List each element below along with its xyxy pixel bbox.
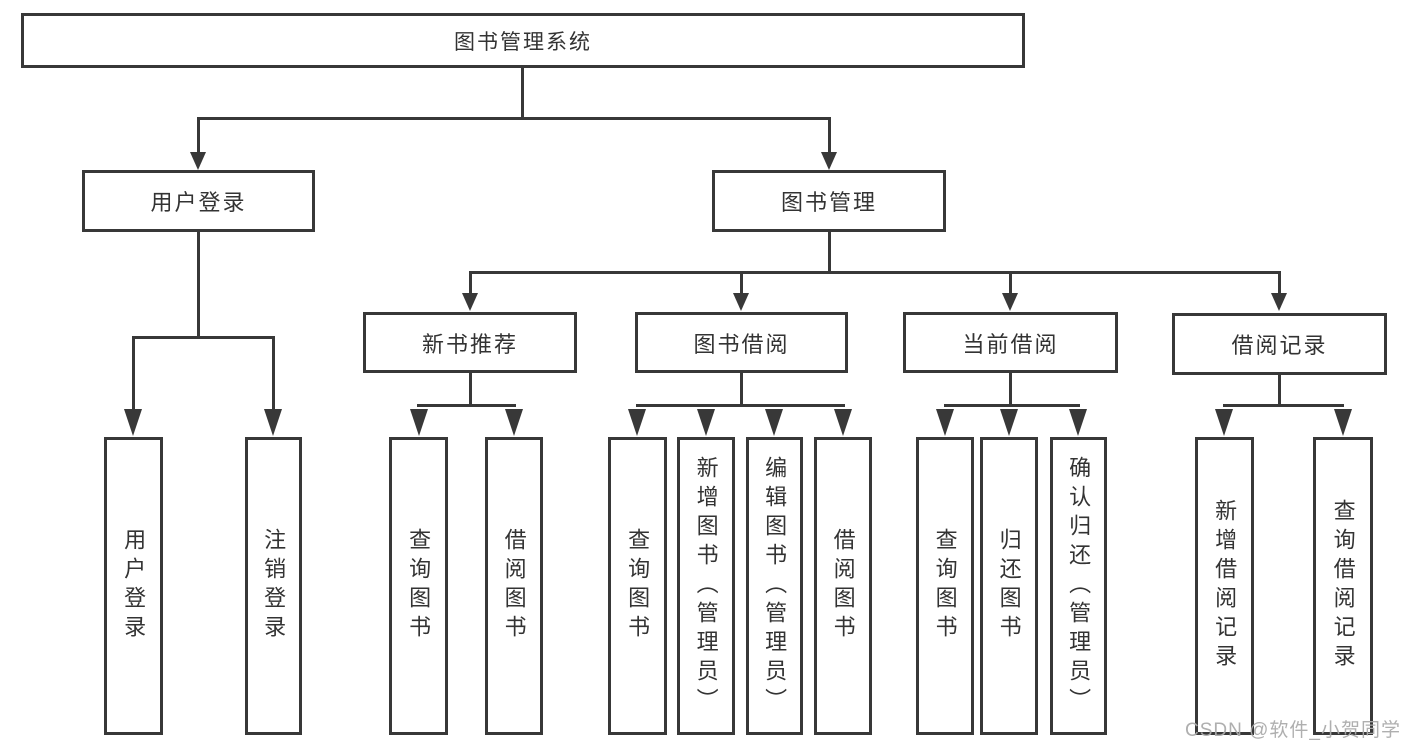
node-current-borrow-label: 当前借阅 — [962, 331, 1059, 357]
connector-level2-hbar — [197, 117, 831, 120]
leaf-cb-confirm-return-admin: 确认归还（管理员） — [1050, 437, 1107, 735]
leaf-br-add-record-label: 新增借阅记录 — [1212, 499, 1238, 673]
node-book-borrow: 图书借阅 — [635, 312, 848, 373]
leaf-bb-edit-books-admin-label: 编辑图书（管理员） — [762, 455, 788, 717]
node-book-borrow-label: 图书借阅 — [693, 331, 790, 357]
connector-level3-stem — [1278, 271, 1281, 295]
node-user-login: 用户登录 — [82, 170, 315, 232]
arrow-down-icon — [264, 409, 282, 436]
leaf-nb-query-books-label: 查询图书 — [406, 528, 432, 644]
connector-newbook-hbar — [417, 404, 516, 407]
node-book-management: 图书管理 — [712, 170, 946, 232]
arrow-down-icon — [821, 152, 837, 170]
connector-borrowrecord-hbar — [1223, 404, 1344, 407]
arrow-down-icon — [1069, 409, 1087, 436]
arrow-down-icon — [733, 293, 749, 311]
node-root: 图书管理系统 — [21, 13, 1025, 68]
leaf-br-query-record-label: 查询借阅记录 — [1330, 499, 1356, 673]
leaf-br-query-record: 查询借阅记录 — [1313, 437, 1373, 735]
connector-leaf-stem — [272, 336, 275, 410]
leaf-logout-label: 注销登录 — [261, 528, 287, 644]
connector-level3-stem — [740, 271, 743, 295]
arrow-down-icon — [1002, 293, 1018, 311]
leaf-bb-query-books: 查询图书 — [608, 437, 667, 735]
node-new-book-rec-label: 新书推荐 — [421, 331, 518, 357]
leaf-br-add-record: 新增借阅记录 — [1195, 437, 1254, 735]
arrow-down-icon — [410, 409, 428, 436]
connector-book-mgmt-down — [828, 232, 831, 273]
arrow-down-icon — [936, 409, 954, 436]
arrow-down-icon — [1271, 293, 1287, 311]
leaf-nb-borrow-books: 借阅图书 — [485, 437, 543, 735]
leaf-bb-add-books-admin-label: 新增图书（管理员） — [693, 455, 719, 717]
connector-level3-hbar — [469, 271, 1281, 274]
connector-leaf-stem — [132, 336, 135, 410]
node-user-login-label: 用户登录 — [150, 190, 247, 215]
arrow-down-icon — [505, 409, 523, 436]
leaf-bb-borrow-books-label: 借阅图书 — [830, 528, 856, 644]
node-current-borrow: 当前借阅 — [903, 312, 1118, 373]
connector-bookborrow-hbar — [636, 404, 845, 407]
arrow-down-icon — [697, 409, 715, 436]
arrow-down-icon — [462, 293, 478, 311]
arrow-down-icon — [124, 409, 142, 436]
connector-level3-stem — [469, 271, 472, 295]
node-root-label: 图书管理系统 — [454, 30, 592, 54]
node-borrow-record-label: 借阅记录 — [1231, 333, 1328, 358]
connector-currentborrow-hbar — [944, 404, 1080, 407]
connector-root-stem — [521, 68, 524, 119]
leaf-logout: 注销登录 — [245, 437, 302, 735]
leaf-nb-query-books: 查询图书 — [389, 437, 448, 735]
connector-user-login-stem — [197, 117, 200, 154]
leaf-cb-query-books: 查询图书 — [916, 437, 974, 735]
leaf-bb-borrow-books: 借阅图书 — [814, 437, 872, 735]
leaf-cb-return-books: 归还图书 — [980, 437, 1038, 735]
leaf-bb-query-books-label: 查询图书 — [625, 528, 651, 644]
leaf-bb-edit-books-admin: 编辑图书（管理员） — [746, 437, 803, 735]
leaf-bb-add-books-admin: 新增图书（管理员） — [677, 437, 735, 735]
leaf-nb-borrow-books-label: 借阅图书 — [501, 528, 527, 644]
arrow-down-icon — [1000, 409, 1018, 436]
connector-book-mgmt-stem — [828, 117, 831, 154]
connector-level3-stem — [1009, 271, 1012, 295]
connector-user-login-down — [197, 232, 200, 339]
connector-user-login-hbar — [133, 336, 275, 339]
connector-newbook-down — [469, 373, 472, 407]
arrow-down-icon — [628, 409, 646, 436]
arrow-down-icon — [190, 152, 206, 170]
arrow-down-icon — [765, 409, 783, 436]
arrow-down-icon — [1334, 409, 1352, 436]
connector-borrowrecord-down — [1278, 375, 1281, 407]
connector-bookborrow-down — [740, 373, 743, 407]
arrow-down-icon — [1215, 409, 1233, 436]
leaf-cb-return-books-label: 归还图书 — [996, 528, 1022, 644]
arrow-down-icon — [834, 409, 852, 436]
leaf-cb-confirm-return-admin-label: 确认归还（管理员） — [1066, 455, 1092, 717]
csdn-watermark: CSDN @软件_小贺同学 — [1185, 720, 1401, 741]
node-book-management-label: 图书管理 — [780, 190, 877, 215]
node-new-book-rec: 新书推荐 — [363, 312, 577, 373]
connector-currentborrow-down — [1009, 373, 1012, 407]
leaf-user-login: 用户登录 — [104, 437, 163, 735]
leaf-user-login-label: 用户登录 — [121, 528, 147, 644]
node-borrow-record: 借阅记录 — [1172, 313, 1387, 375]
leaf-cb-query-books-label: 查询图书 — [932, 528, 958, 644]
